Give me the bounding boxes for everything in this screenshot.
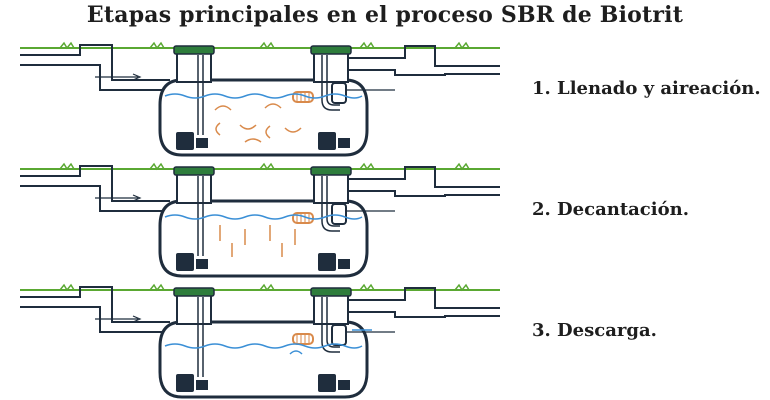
stage-2-label: 2. Decantación. [532, 199, 689, 220]
settling-arrows [219, 225, 296, 257]
stage-3-tank [18, 283, 502, 399]
diagram-title: Etapas principales en el proceso SBR de … [86, 2, 684, 28]
stage-2-tank [18, 162, 502, 278]
stage-3-label: 3. Descarga. [532, 320, 657, 341]
stage-1-tank [18, 41, 502, 157]
stage-1-label: 1. Llenado y aireación. [532, 78, 761, 99]
aeration-arrows [214, 103, 302, 143]
